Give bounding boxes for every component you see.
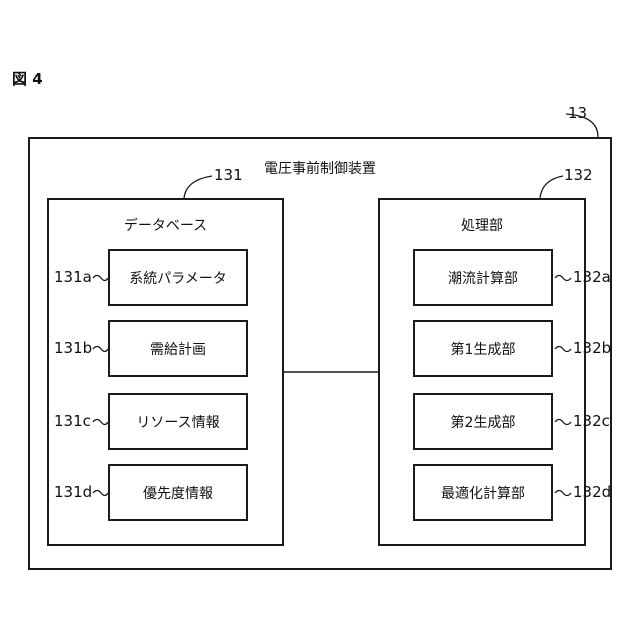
processing-item-label: 第2生成部 <box>451 412 516 432</box>
database-item: 需給計画 <box>108 320 248 377</box>
processing-title: 処理部 <box>378 215 586 235</box>
processing-item-ref: 132b <box>573 339 611 357</box>
processing-item: 第1生成部 <box>413 320 553 377</box>
database-item-ref: 131d <box>54 483 92 501</box>
figure-label: 図 4 <box>12 68 43 89</box>
database-item-label: 需給計画 <box>150 339 206 359</box>
processing-item-ref: 132a <box>573 268 611 286</box>
processing-item-label: 第1生成部 <box>451 339 516 359</box>
database-title: データベース <box>47 215 284 235</box>
database-item-ref: 131a <box>54 268 92 286</box>
processing-item: 最適化計算部 <box>413 464 553 521</box>
database-item-label: 系統パラメータ <box>129 268 227 288</box>
database-item: 系統パラメータ <box>108 249 248 306</box>
processing-item-label: 最適化計算部 <box>441 483 525 503</box>
database-item: 優先度情報 <box>108 464 248 521</box>
database-item: リソース情報 <box>108 393 248 450</box>
database-item-ref: 131b <box>54 339 92 357</box>
processing-item: 第2生成部 <box>413 393 553 450</box>
processing-item-label: 潮流計算部 <box>448 268 518 288</box>
device-title: 電圧事前制御装置 <box>0 158 640 178</box>
device-ref: 13 <box>568 104 587 122</box>
database-item-label: 優先度情報 <box>143 483 213 503</box>
database-item-ref: 131c <box>54 412 91 430</box>
database-ref: 131 <box>214 166 243 184</box>
processing-ref: 132 <box>564 166 593 184</box>
processing-item: 潮流計算部 <box>413 249 553 306</box>
processing-item-ref: 132c <box>573 412 610 430</box>
processing-item-ref: 132d <box>573 483 611 501</box>
database-item-label: リソース情報 <box>136 412 219 432</box>
